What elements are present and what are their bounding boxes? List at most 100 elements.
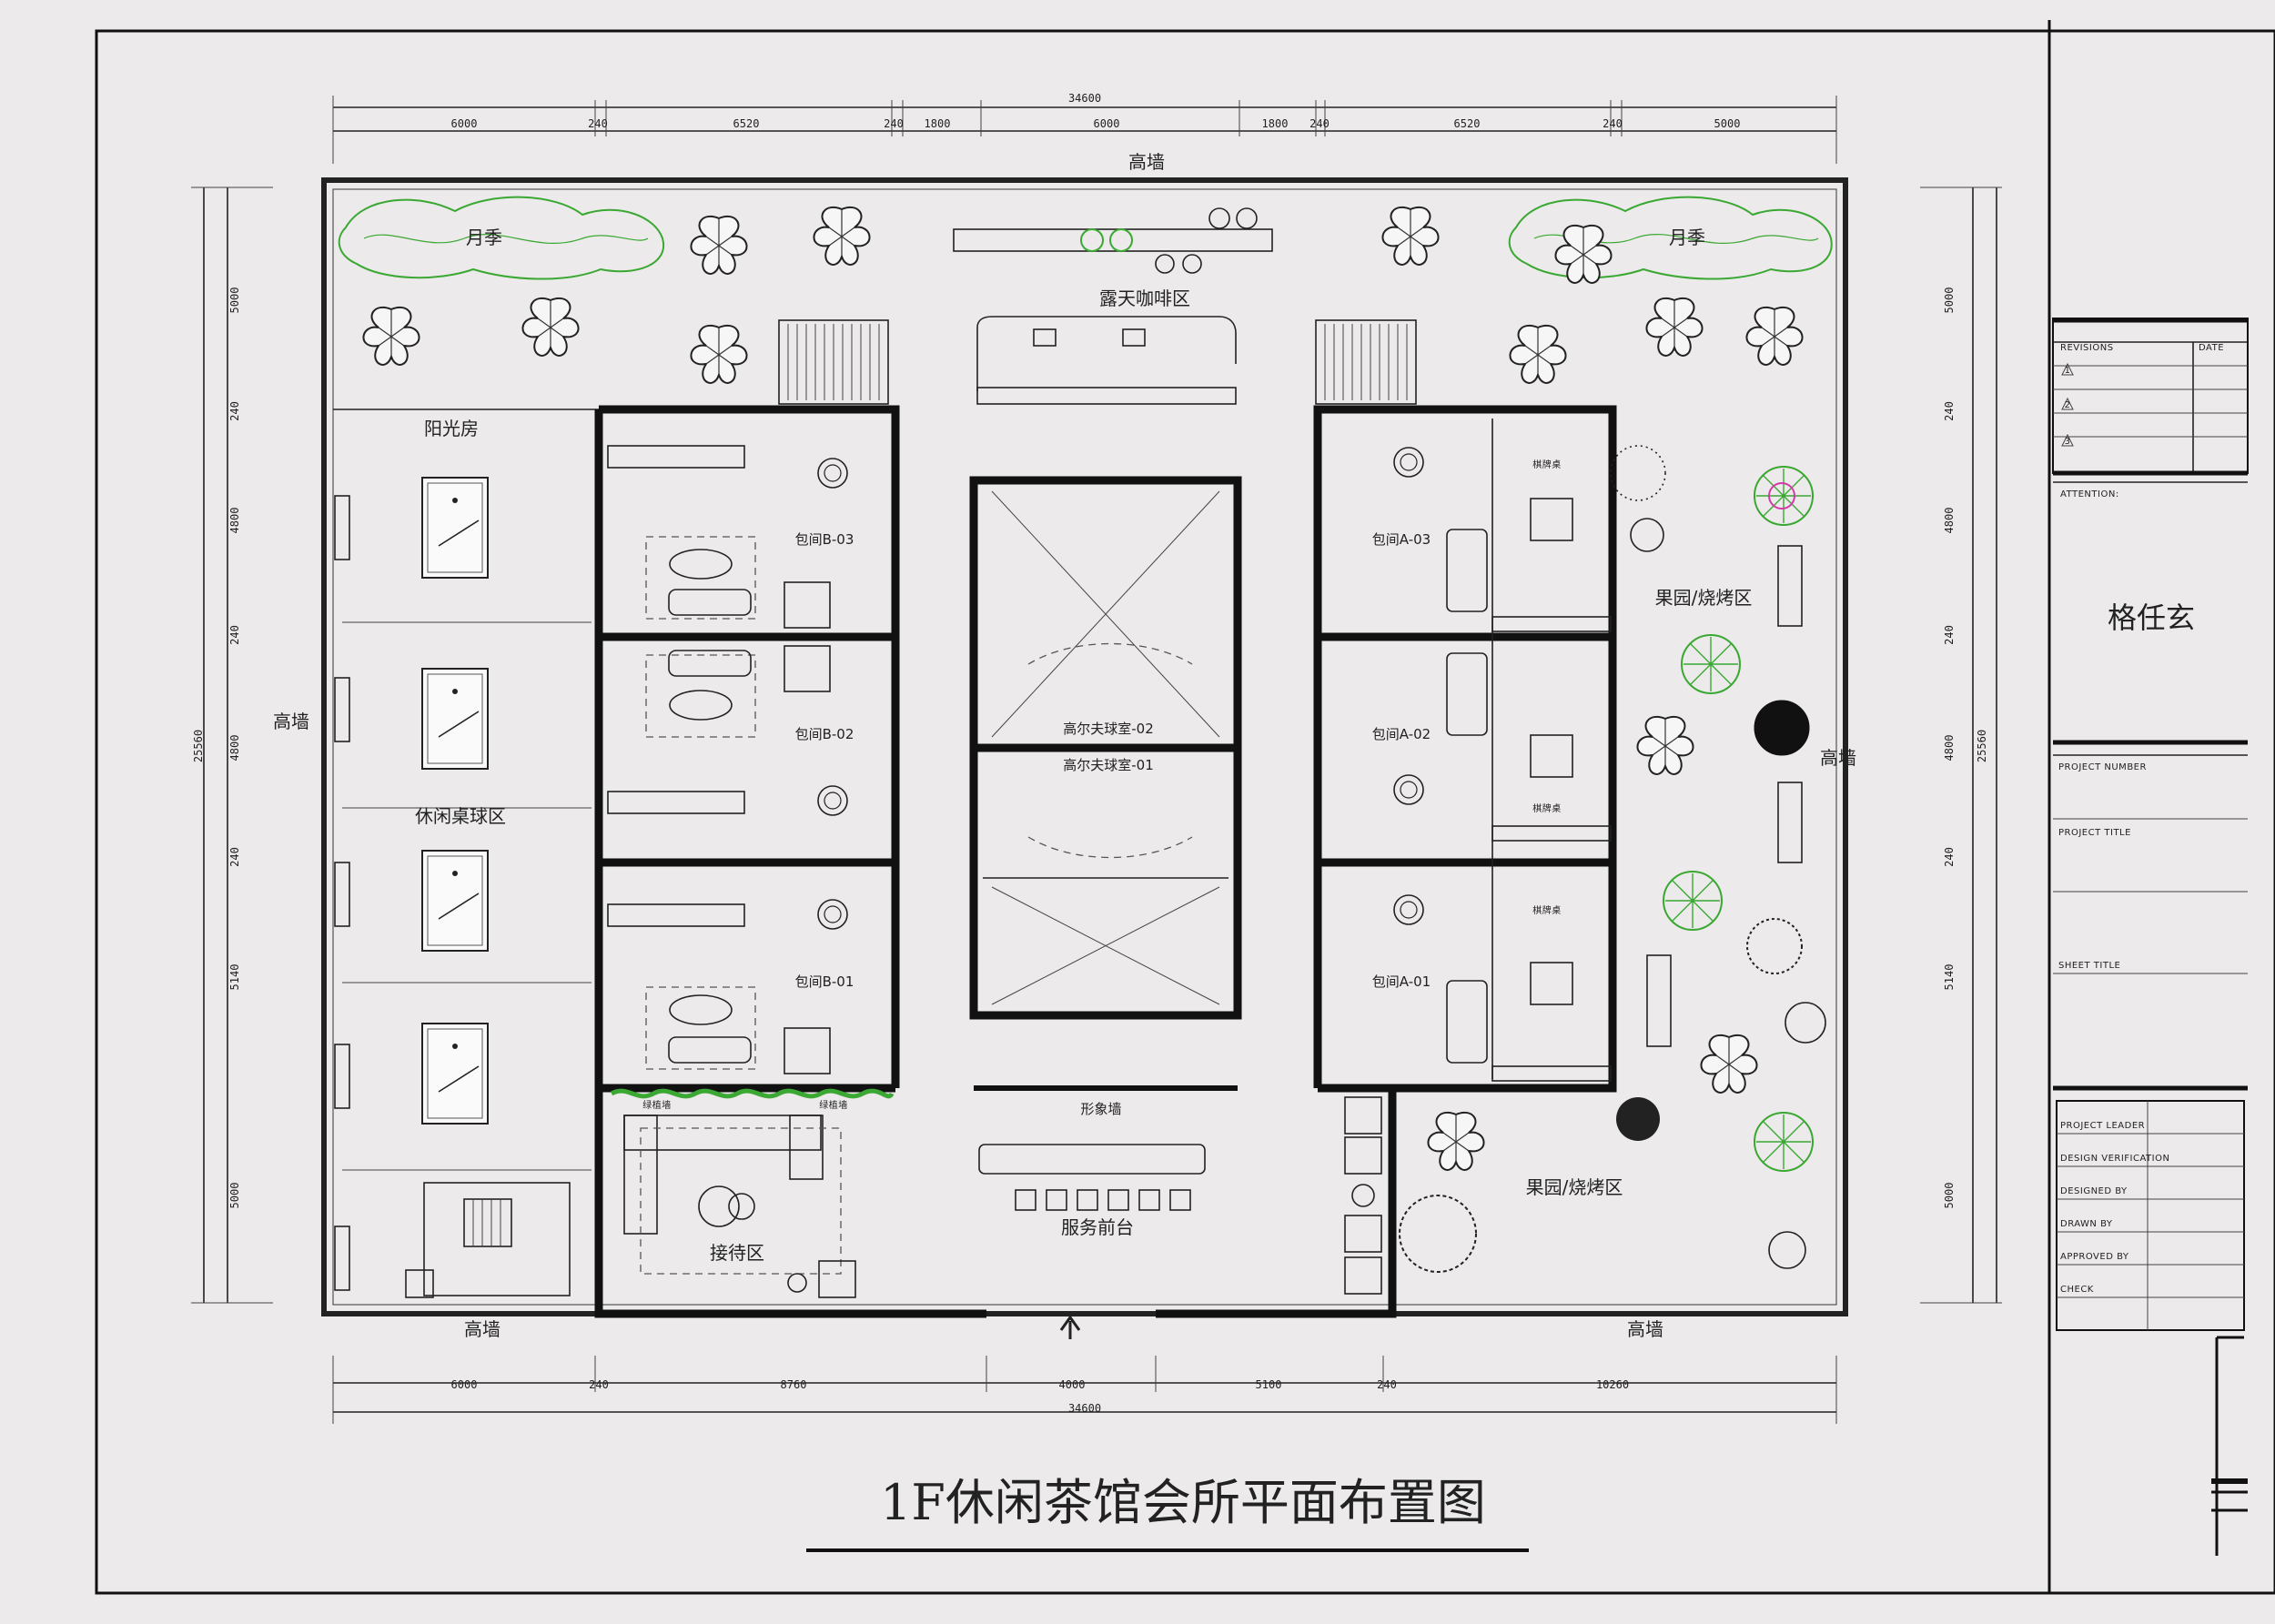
room-b-furniture <box>607 445 848 1074</box>
svg-text:DESIGNED BY: DESIGNED BY <box>2060 1186 2128 1196</box>
role-labels: PROJECT LEADER DESIGN VERIFICATION DESIG… <box>2060 1121 2169 1295</box>
top-segment-labels: 6000 240 6520 240 1800 6000 1800 240 652… <box>451 117 1741 130</box>
golf-block <box>969 476 1242 1020</box>
sheet-title-label: SHEET TITLE <box>2058 961 2120 971</box>
svg-text:6000: 6000 <box>451 117 478 130</box>
bottom-total-dim: 34600 <box>1068 1402 1101 1415</box>
svg-text:240: 240 <box>1603 117 1623 130</box>
sheet-border <box>95 29 2275 1595</box>
image-wall-label: 形象墙 <box>1080 1101 1121 1117</box>
svg-text:4800: 4800 <box>1943 735 1956 762</box>
svg-text:5000: 5000 <box>1943 1183 1956 1209</box>
orchard-label-1: 果园/烧烤区 <box>1655 587 1753 609</box>
svg-text:DESIGN VERIFICATION: DESIGN VERIFICATION <box>2060 1154 2169 1164</box>
svg-text:6000: 6000 <box>451 1378 478 1391</box>
attention-label: ATTENTION: <box>2060 489 2119 499</box>
svg-text:APPROVED BY: APPROVED BY <box>2060 1252 2129 1262</box>
left-window-strips <box>334 495 350 1291</box>
top-total-dim: 34600 <box>1068 92 1101 105</box>
right-segment-labels: 5000 240 4800 240 4800 240 5140 5000 <box>1943 287 1956 1209</box>
room-a03-label: 包间A-03 <box>1372 531 1431 548</box>
room-block-a <box>1313 405 1617 1093</box>
sunroom-label: 阳光房 <box>424 418 479 439</box>
svg-text:240: 240 <box>1309 117 1330 130</box>
orchard-plants <box>1399 445 1826 1273</box>
svg-text:4000: 4000 <box>1059 1378 1086 1391</box>
svg-text:8760: 8760 <box>781 1378 807 1391</box>
mahjong-label-2: 棋牌桌 <box>1532 802 1562 814</box>
outdoor-cafe-label: 露天咖啡区 <box>1099 287 1190 309</box>
left-wall-label: 高墙 <box>273 711 309 732</box>
green-wall-label-2: 绿植墙 <box>819 1099 848 1111</box>
date-heading: DATE <box>2199 343 2224 353</box>
svg-text:DRAWN BY: DRAWN BY <box>2060 1219 2113 1229</box>
front-desk <box>978 1144 1206 1211</box>
green-wall-label-1: 绿植墙 <box>642 1099 672 1111</box>
svg-text:CHECK: CHECK <box>2060 1285 2094 1295</box>
lounge-chairs-right <box>1344 1096 1382 1295</box>
billiard-tables <box>421 477 489 1125</box>
svg-text:240: 240 <box>1943 401 1956 421</box>
green-wall-strip <box>610 1088 895 1099</box>
front-desk-label: 服务前台 <box>1061 1216 1134 1238</box>
revisions-heading: REVISIONS <box>2060 343 2114 353</box>
svg-text:10260: 10260 <box>1596 1378 1629 1391</box>
svg-text:5100: 5100 <box>1256 1378 1282 1391</box>
svg-text:240: 240 <box>588 117 608 130</box>
bbq-benches <box>1646 545 1803 1047</box>
bottom-dimension-line <box>332 1356 1837 1424</box>
rose-label-left: 月季 <box>466 227 502 248</box>
project-number-label: PROJECT NUMBER <box>2058 762 2147 772</box>
top-dimension-line <box>332 96 1837 164</box>
svg-text:4800: 4800 <box>228 508 241 534</box>
svg-text:5000: 5000 <box>228 287 241 314</box>
right-wall-label: 高墙 <box>1820 747 1856 769</box>
svg-text:240: 240 <box>589 1378 609 1391</box>
svg-text:PROJECT LEADER: PROJECT LEADER <box>2060 1121 2145 1131</box>
room-b03-label: 包间B-03 <box>795 531 854 548</box>
svg-text:4800: 4800 <box>228 735 241 762</box>
svg-text:6520: 6520 <box>733 117 760 130</box>
bottom-wall-left-label: 高墙 <box>464 1318 500 1340</box>
bottom-wall-right-label: 高墙 <box>1627 1318 1663 1340</box>
svg-text:3: 3 <box>2065 437 2071 447</box>
svg-text:5000: 5000 <box>1943 287 1956 314</box>
svg-text:1800: 1800 <box>1262 117 1289 130</box>
svg-text:5140: 5140 <box>1943 964 1956 991</box>
stair-right <box>1315 319 1417 405</box>
room-a01-label: 包间A-01 <box>1372 973 1431 990</box>
right-total-dim: 25560 <box>1976 730 1988 762</box>
lounge-corner-sofa <box>405 1182 571 1298</box>
svg-text:240: 240 <box>228 847 241 867</box>
left-dimension-line <box>191 187 273 1304</box>
svg-text:1800: 1800 <box>925 117 951 130</box>
room-b02-label: 包间B-02 <box>795 726 854 742</box>
svg-text:5000: 5000 <box>228 1183 241 1209</box>
left-segment-labels: 5000 240 4800 240 4800 240 5140 5000 <box>228 287 241 1209</box>
room-b01-label: 包间B-01 <box>795 973 854 990</box>
svg-text:240: 240 <box>228 625 241 645</box>
svg-text:5140: 5140 <box>228 964 241 991</box>
mahjong-label-3: 棋牌桌 <box>1532 904 1562 916</box>
bottom-segment-labels: 6000 240 8760 4000 5100 240 10260 <box>451 1378 1630 1391</box>
top-wall-label: 高墙 <box>1128 151 1165 173</box>
orchard-label-2: 果园/烧烤区 <box>1526 1176 1623 1198</box>
project-title-label: PROJECT TITLE <box>2058 828 2131 838</box>
svg-text:6000: 6000 <box>1094 117 1120 130</box>
svg-text:6520: 6520 <box>1454 117 1481 130</box>
svg-text:240: 240 <box>1943 847 1956 867</box>
right-dimension-line <box>1920 187 2002 1304</box>
svg-text:240: 240 <box>1943 625 1956 645</box>
owner-name: 格任玄 <box>2108 600 2195 635</box>
reception-label: 接待区 <box>710 1242 764 1264</box>
cafe-counter <box>976 316 1237 405</box>
svg-text:2: 2 <box>2065 400 2071 410</box>
golf-02-label: 高尔夫球室-02 <box>1063 721 1154 737</box>
svg-text:5000: 5000 <box>1714 117 1741 130</box>
outdoor-umbrellas <box>362 206 1804 1171</box>
billiards-label: 休闲桌球区 <box>415 805 506 827</box>
drawing-title: 1F休闲茶馆会所平面布置图 <box>880 1474 1486 1531</box>
title-block <box>2052 318 2249 1556</box>
svg-text:4800: 4800 <box>1943 508 1956 534</box>
